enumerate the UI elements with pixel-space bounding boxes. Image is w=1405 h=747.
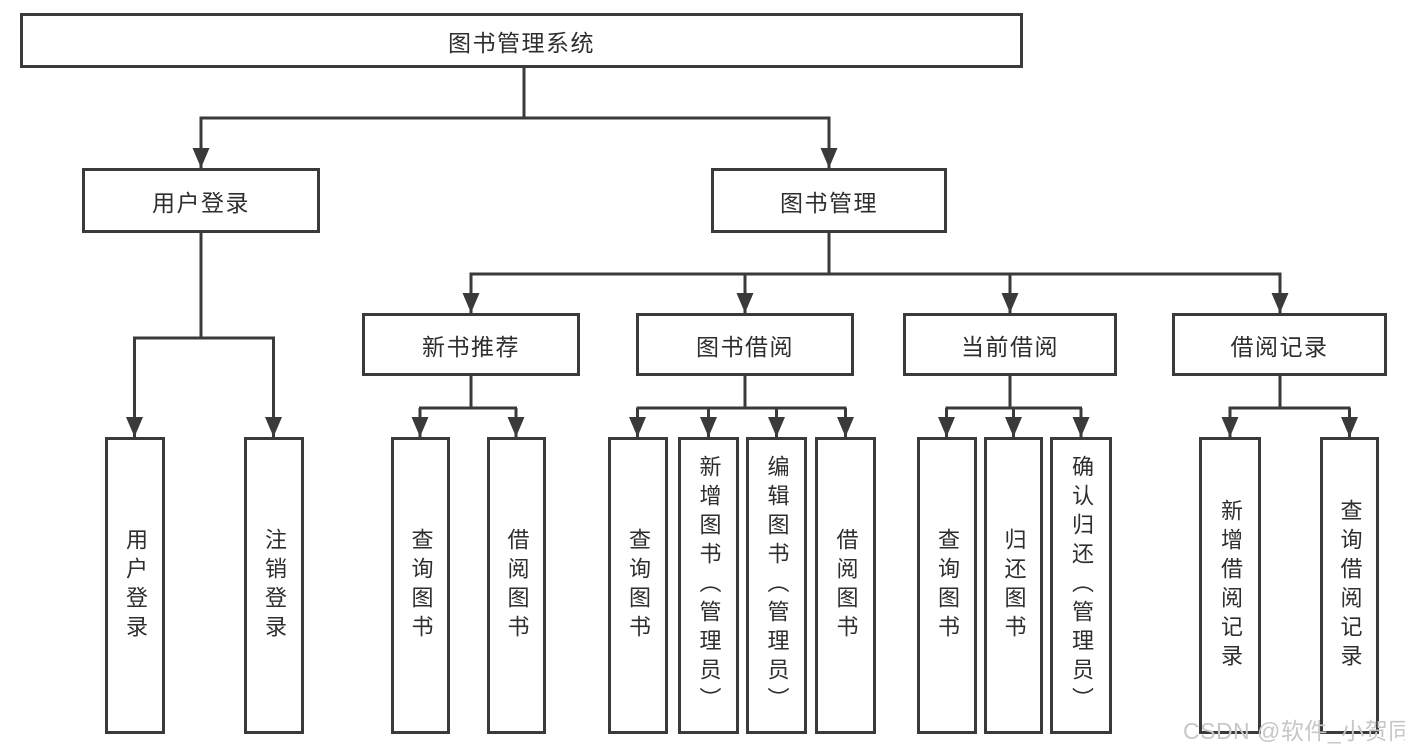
leaf-logout: 注销登录 xyxy=(244,437,304,734)
leaf-user-login: 用户登录 xyxy=(105,437,165,734)
leaf-add-borrow-record-label: 新增借阅记录 xyxy=(1218,498,1243,673)
node-new-book-recommendation: 新书推荐 xyxy=(362,313,580,376)
leaf-add-book-admin-label: 新增图书（管理员） xyxy=(696,455,722,716)
node-book-borrowing: 图书借阅 xyxy=(636,313,854,376)
leaf-query-books-2-label: 查询图书 xyxy=(626,527,651,644)
node-book-management: 图书管理 xyxy=(711,168,947,233)
leaf-user-login-label: 用户登录 xyxy=(123,527,148,644)
node-user-login: 用户登录 xyxy=(82,168,320,233)
leaf-edit-book-admin-label: 编辑图书（管理员） xyxy=(764,455,790,716)
leaf-query-books-1: 查询图书 xyxy=(391,437,450,734)
leaf-borrow-books-2-label: 借阅图书 xyxy=(833,527,859,644)
leaf-borrow-books-2: 借阅图书 xyxy=(815,437,876,734)
node-current-borrowing: 当前借阅 xyxy=(903,313,1117,376)
watermark: CSDN @软件_小贺同学 xyxy=(1183,718,1405,744)
leaf-return-books-label: 归还图书 xyxy=(1001,527,1027,644)
node-borrowing-records: 借阅记录 xyxy=(1172,313,1387,376)
leaf-query-books-2: 查询图书 xyxy=(608,437,668,734)
leaf-add-borrow-record: 新增借阅记录 xyxy=(1199,437,1261,734)
leaf-confirm-return-admin-label: 确认归还（管理员） xyxy=(1069,455,1094,716)
leaf-query-borrow-record: 查询借阅记录 xyxy=(1320,437,1379,734)
leaf-query-books-3-label: 查询图书 xyxy=(935,527,960,644)
connector-rails xyxy=(133,68,1351,410)
leaf-query-borrow-record-label: 查询借阅记录 xyxy=(1337,498,1363,673)
node-library-management-system: 图书管理系统 xyxy=(20,13,1023,68)
leaf-borrow-books-1-label: 借阅图书 xyxy=(504,527,530,644)
leaf-query-books-3: 查询图书 xyxy=(917,437,977,734)
leaf-confirm-return-admin: 确认归还（管理员） xyxy=(1050,437,1112,734)
leaf-edit-book-admin: 编辑图书（管理员） xyxy=(746,437,807,734)
leaf-query-books-1-label: 查询图书 xyxy=(408,527,434,644)
leaf-add-book-admin: 新增图书（管理员） xyxy=(678,437,739,734)
leaf-return-books: 归还图书 xyxy=(984,437,1043,734)
leaf-borrow-books-1: 借阅图书 xyxy=(487,437,546,734)
leaf-logout-label: 注销登录 xyxy=(262,527,287,644)
